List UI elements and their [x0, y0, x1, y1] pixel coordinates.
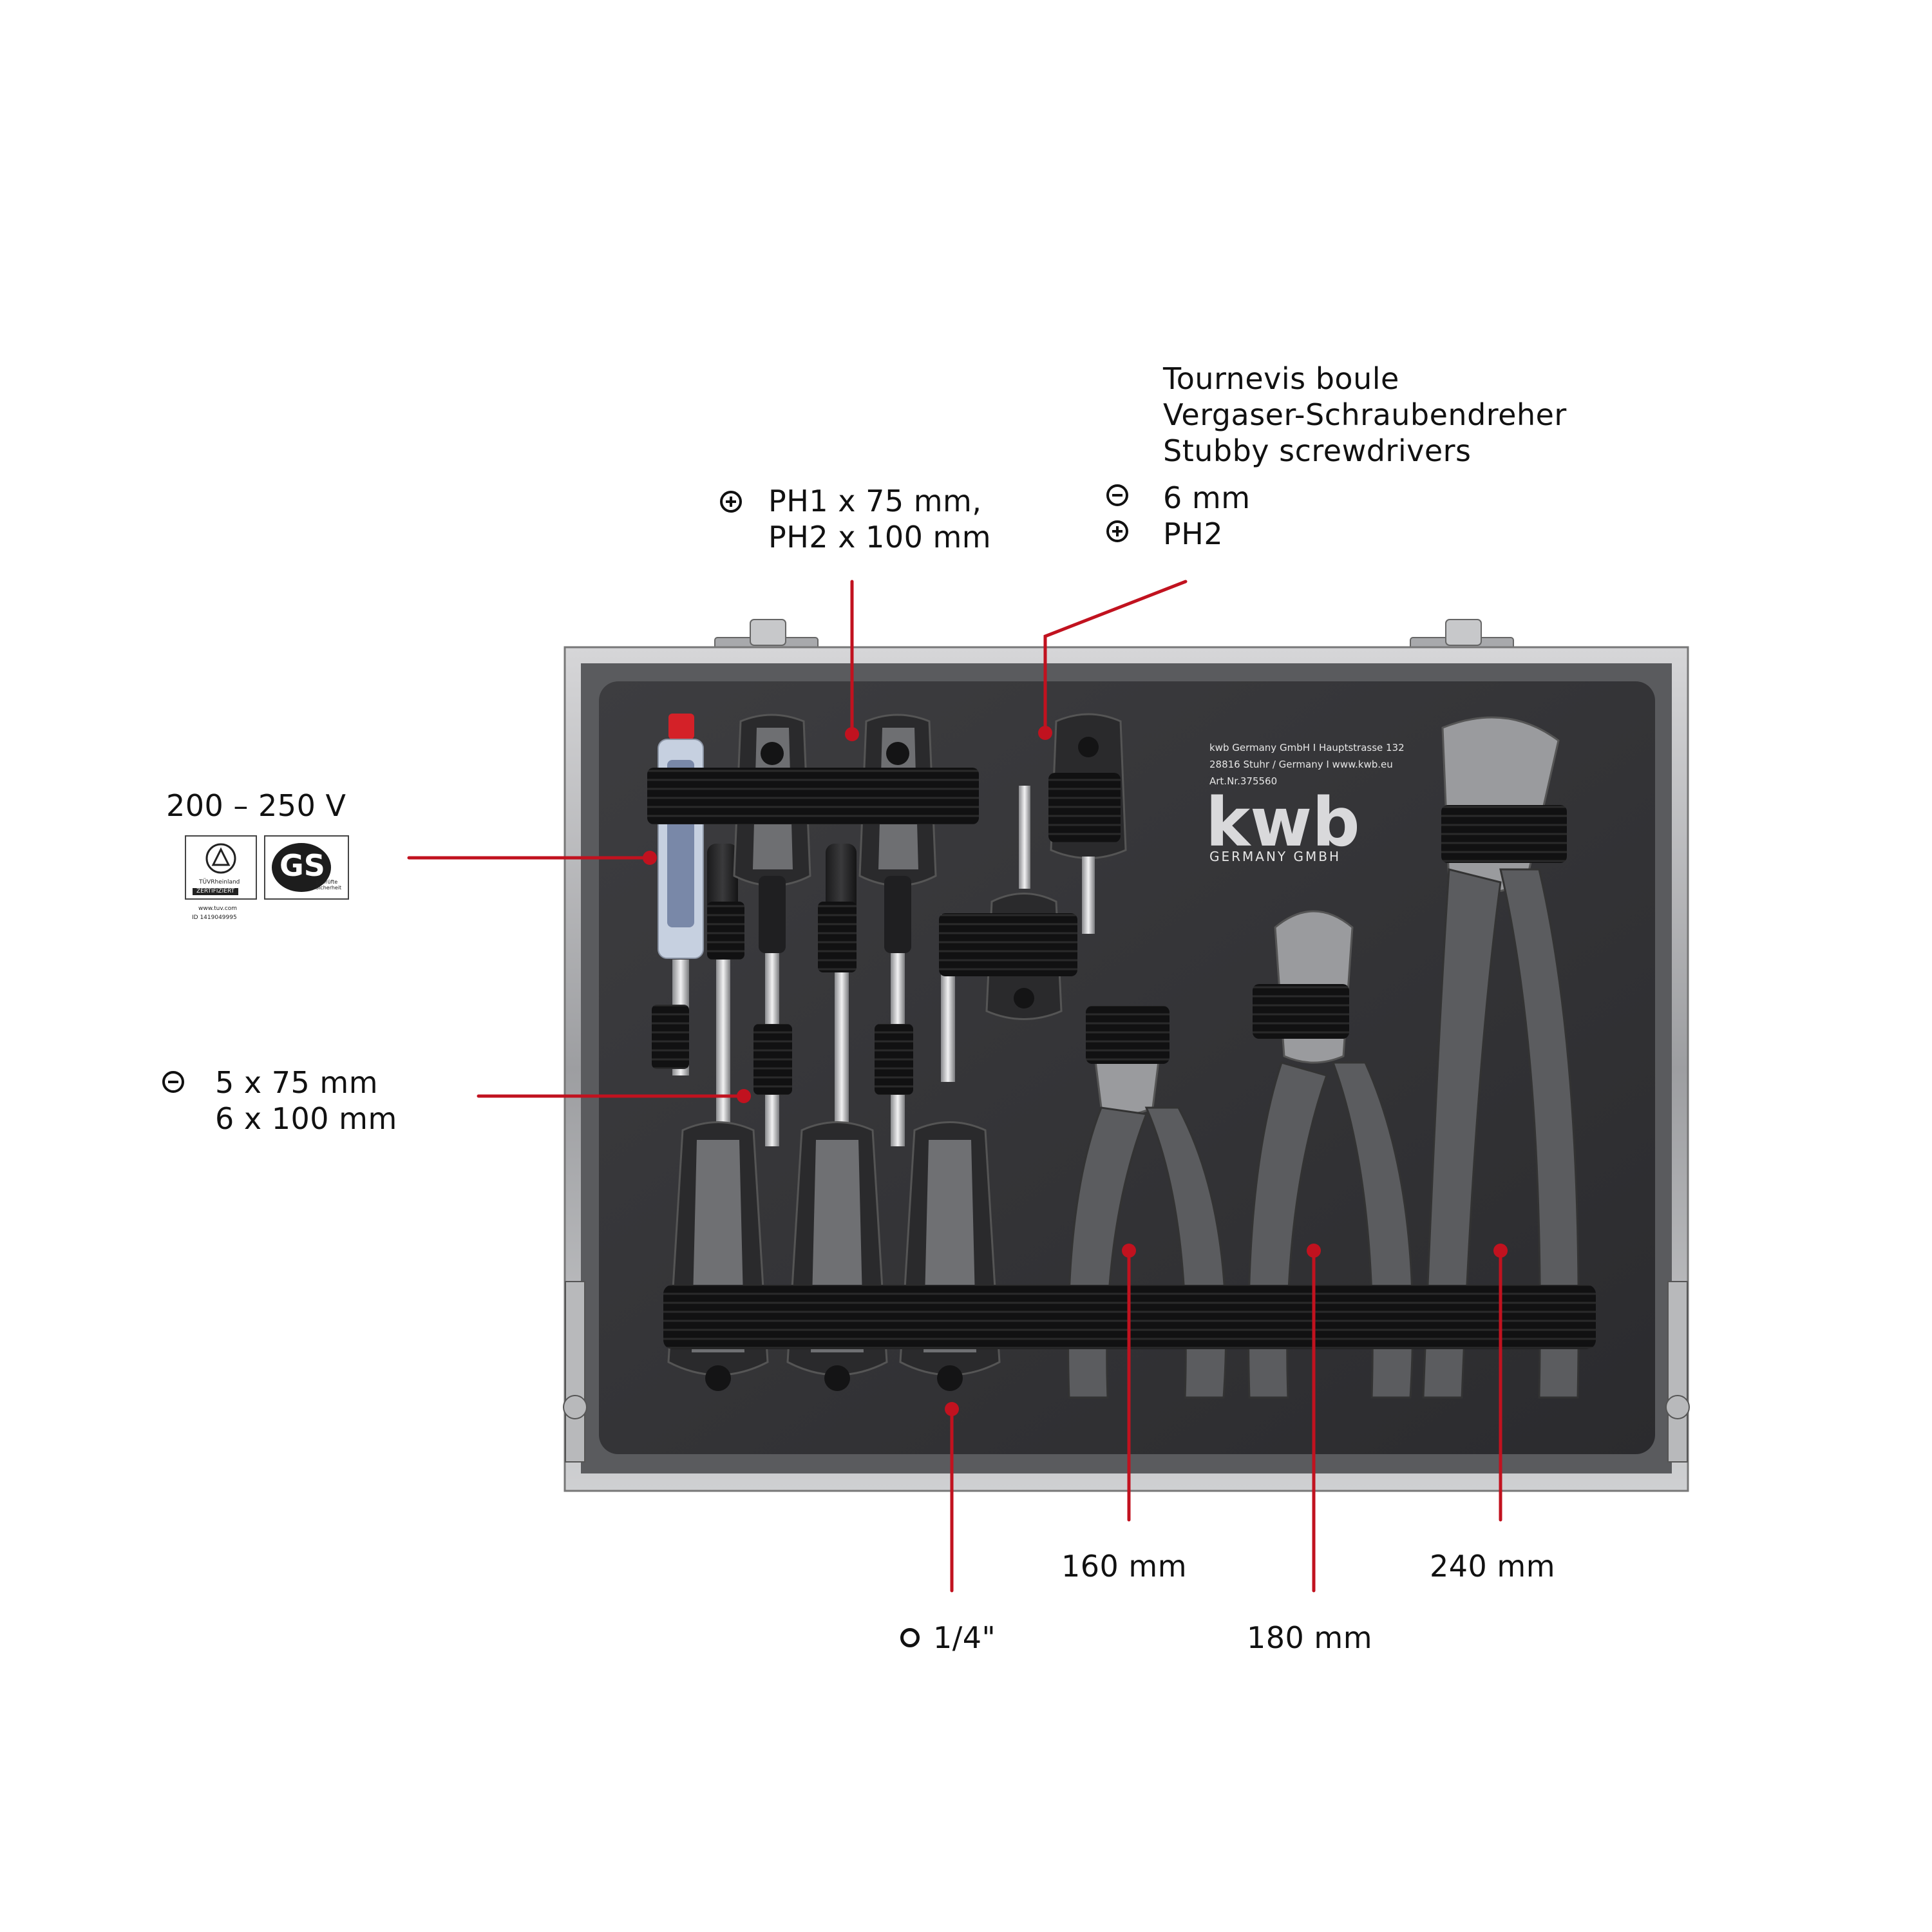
- stubby-size-slot: 6 mm: [1163, 480, 1251, 515]
- strap-loops: [652, 902, 913, 1095]
- leader-lines: [407, 580, 1502, 1593]
- tuv-id: ID 1419049995: [192, 914, 237, 921]
- hex-bit-icon: [900, 1628, 920, 1647]
- strap-middle: [939, 913, 1077, 976]
- strap-top: [647, 768, 979, 824]
- gs-caption: geprüfte Sicherheit: [316, 879, 342, 891]
- screwdriver-lower-3: [899, 1121, 1001, 1391]
- gs-mark: GS: [279, 848, 325, 883]
- phillips-icon: [720, 491, 742, 513]
- stubby-label-line-1: Tournevis boule: [1163, 361, 1399, 396]
- pliers-160-size: 160 mm: [1061, 1549, 1188, 1584]
- pliers-180-size: 180 mm: [1247, 1620, 1373, 1655]
- screwdriver-lower-2: [786, 1121, 888, 1391]
- strap-pliers-top: [1086, 805, 1567, 1064]
- stubby-label-line-3: Stubby screwdrivers: [1163, 433, 1472, 468]
- voltage-range: 200 – 250 V: [166, 788, 346, 823]
- case-side-hinge-right: [1665, 1281, 1690, 1463]
- pliers-240-size: 240 mm: [1430, 1549, 1556, 1584]
- slot-size-2: 6 x 100 mm: [215, 1101, 397, 1136]
- phillips-size-2: PH2 x 100 mm: [768, 520, 992, 554]
- case-label-line-2: 28816 Stuhr / Germany I www.kwb.eu: [1209, 759, 1393, 770]
- case-label-line-1: kwb Germany GmbH I Hauptstrasse 132: [1209, 742, 1405, 753]
- tuv-logo-icon: TÜVRheinland ZERTIFIZIERT: [185, 835, 257, 900]
- screwdriver-lower-1: [667, 1121, 769, 1391]
- tuv-cert: ZERTIFIZIERT: [193, 888, 239, 895]
- leader-stubby: [1043, 580, 1188, 735]
- tuv-name: TÜVRheinland: [199, 879, 240, 886]
- phillips-sizes: PH1 x 75 mm, PH2 x 100 mm: [768, 483, 991, 555]
- stubby-label-line-2: Vergaser-Schraubendreher: [1163, 397, 1567, 432]
- case-side-hinge-left: [563, 1281, 587, 1463]
- case-label-art-nr: Art.Nr.375560: [1209, 775, 1278, 787]
- stubby-label: Tournevis boule Vergaser-Schraubendreher…: [1163, 361, 1567, 469]
- leader-dots: [643, 726, 1508, 1416]
- stubby-size-phillips: PH2: [1163, 516, 1224, 551]
- slot-size-1: 5 x 75 mm: [215, 1065, 379, 1100]
- phillips-icon: [1106, 520, 1128, 542]
- gs-logo-icon: GS geprüfte Sicherheit: [264, 835, 349, 900]
- tuv-web: www.tuv.com: [198, 905, 238, 912]
- phillips-size-1: PH1 x 75 mm,: [768, 484, 982, 518]
- slot-sizes: 5 x 75 mm 6 x 100 mm: [215, 1065, 397, 1137]
- slot-icon: [162, 1071, 184, 1093]
- strap-stubby: [1048, 773, 1121, 842]
- case-brand-sub: GERMANY GMBH: [1209, 849, 1341, 864]
- pliers-240: [1422, 716, 1580, 1399]
- slot-icon: [1106, 484, 1128, 506]
- bit-holder-size: 1/4": [933, 1620, 996, 1655]
- case-brand: kwb: [1206, 783, 1360, 862]
